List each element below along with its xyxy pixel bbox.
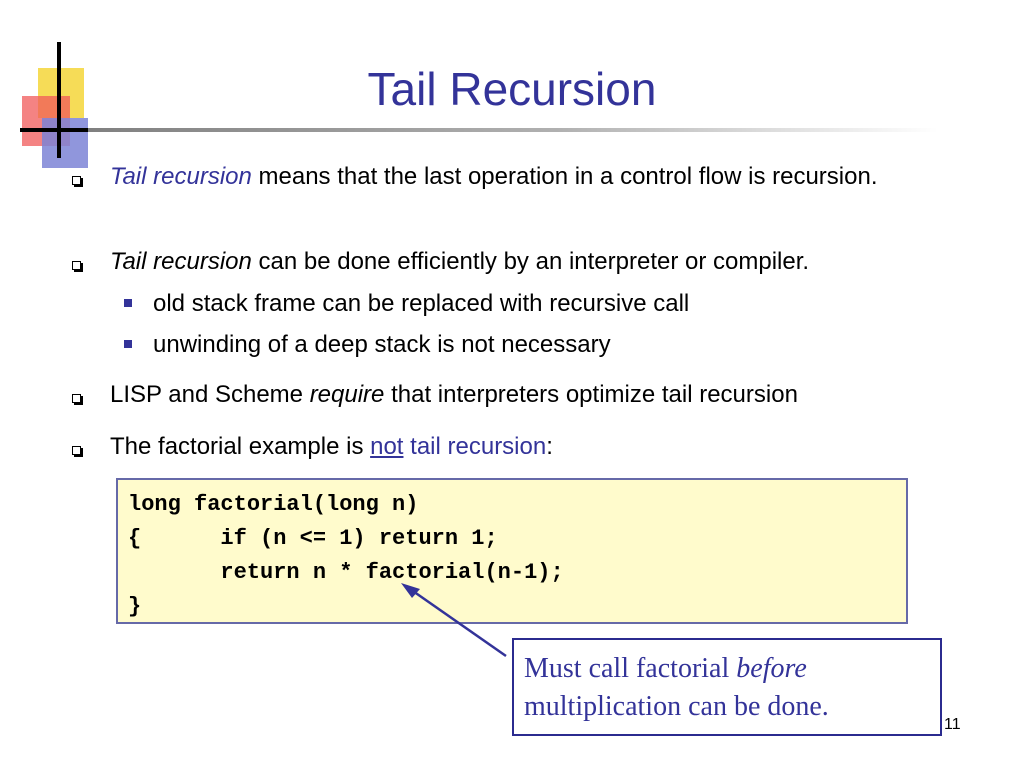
bullet-3-pre: LISP and Scheme (110, 381, 310, 408)
decor-vertical-line (57, 42, 61, 158)
bullet-1-text: means that the last operation in a contr… (251, 163, 878, 190)
bullet-1-italic: Tail recursion (110, 163, 252, 190)
bullet-4-post: : (546, 433, 553, 460)
decor-blue-square (42, 118, 88, 168)
decor-horizontal-line (20, 128, 90, 132)
callout-box: Must call factorial before multiplicatio… (512, 638, 942, 736)
bullet-marker-icon (72, 446, 81, 455)
link-tail-recursion[interactable]: tail recursion (410, 433, 547, 460)
page-number: 11 (944, 716, 961, 733)
bullet-marker-icon (72, 176, 81, 185)
callout-italic: before (736, 653, 807, 684)
code-line-3: return n * factorial(n-1); (128, 560, 564, 585)
bullet-3-italic: require (309, 381, 385, 408)
sub-bullet-marker-icon (124, 340, 132, 348)
code-line-2: { if (n <= 1) return 1; (128, 526, 498, 551)
bullet-marker-icon (72, 261, 81, 270)
link-not[interactable]: not (370, 433, 404, 460)
bullet-marker-icon (72, 394, 81, 403)
code-block: long factorial(long n) { if (n <= 1) retu… (116, 478, 908, 624)
bullet-3: LISP and Scheme require that interpreter… (110, 378, 970, 412)
bullet-2: Tail recursion can be done efficiently b… (110, 245, 970, 279)
slide-title: Tail Recursion (367, 63, 657, 115)
bullet-4-pre: The factorial example is (110, 433, 371, 460)
sub-bullet-marker-icon (124, 299, 132, 307)
bullet-3-post: that interpreters optimize tail recursio… (384, 381, 798, 408)
callout-text: Must call factorial (524, 653, 737, 684)
title-rule (88, 128, 938, 132)
code-line-4: } (128, 594, 142, 619)
sub-bullet-2: unwinding of a deep stack is not necessa… (153, 331, 611, 358)
callout-text-2: multiplication can be done. (524, 691, 829, 722)
sub-bullet-1: old stack frame can be replaced with rec… (153, 290, 690, 317)
bullet-4: The factorial example is not tail recurs… (110, 430, 970, 464)
code-line-1: long factorial(long n) (128, 492, 419, 517)
bullet-1: Tail recursion means that the last opera… (110, 160, 910, 194)
bullet-2-text: can be done efficiently by an interprete… (251, 248, 810, 275)
bullet-2-italic: Tail recursion (110, 248, 252, 275)
